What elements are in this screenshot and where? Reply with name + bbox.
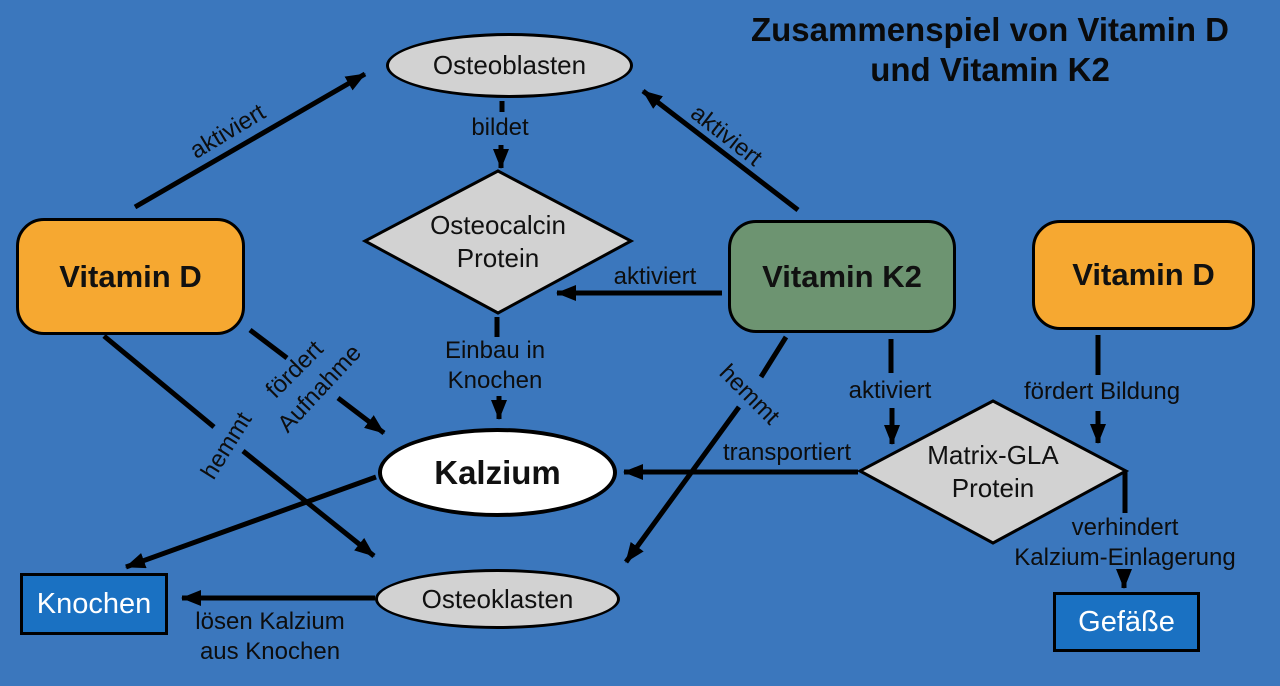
node-kalzium: Kalzium	[378, 428, 617, 517]
label-aktiviert-vk2-matrixgla: aktiviert	[848, 377, 932, 404]
label-foerdert-bildung: fördert Bildung	[1023, 378, 1181, 405]
diagram-title-line2: und Vitamin K2	[870, 51, 1110, 88]
node-knochen: Knochen	[20, 573, 168, 635]
label-loesen-kalzium: lösen Kalzium aus Knochen	[195, 607, 344, 667]
edge-vk2-osteoblasten	[641, 89, 800, 212]
label-verhindert-einlagerung: verhindert Kalzium-Einlagerung	[1014, 513, 1235, 573]
edge-vdleft-kalzium-stub	[248, 328, 289, 360]
label-einbau-line1: Einbau in	[444, 337, 546, 364]
osteocalcin-line2: Protein	[456, 243, 540, 273]
label-aktiviert-vk2-osteocalcin: aktiviert	[613, 263, 697, 290]
node-osteocalcin-label: Osteocalcin Protein	[430, 209, 566, 275]
edge-vk2-osteoklasten-stub	[758, 335, 789, 379]
label-einbau-line2: Knochen	[447, 367, 543, 394]
node-osteoklasten: Osteoklasten	[375, 569, 620, 629]
node-vitamin-d-right: Vitamin D	[1032, 220, 1255, 330]
node-vitamin-k2: Vitamin K2	[728, 220, 956, 333]
edge-vdleft-osteoblasten	[133, 71, 367, 210]
diagram-title-line1: Zusammenspiel von Vitamin D	[750, 11, 1230, 48]
node-gefaesse: Gefäße	[1053, 592, 1200, 652]
label-bildet: bildet	[471, 114, 529, 141]
node-osteoblasten: Osteoblasten	[386, 33, 633, 98]
label-loesen-line2: aus Knochen	[199, 638, 341, 665]
osteocalcin-diamond	[361, 169, 635, 315]
node-vitamin-d-left: Vitamin D	[16, 218, 245, 335]
matrix-gla-line1: Matrix-GLA	[927, 440, 1059, 470]
label-einbau-in-knochen: Einbau in Knochen	[445, 336, 545, 396]
osteocalcin-line1: Osteocalcin	[430, 210, 566, 240]
label-verhindert-line2: Kalzium-Einlagerung	[1014, 544, 1236, 571]
label-loesen-line1: lösen Kalzium	[195, 608, 345, 635]
matrix-gla-diamond	[856, 399, 1130, 545]
diagram-title: Zusammenspiel von Vitamin D und Vitamin …	[740, 10, 1240, 90]
edge-vdleft-kalzium-arrow	[336, 396, 386, 435]
node-matrix-gla-label: Matrix-GLA Protein	[927, 439, 1058, 505]
edge-kalzium-knochen	[125, 474, 377, 570]
matrix-gla-line2: Protein	[951, 473, 1035, 503]
label-verhindert-line1: verhindert	[1071, 514, 1179, 541]
label-transportiert: transportiert	[722, 439, 852, 466]
edge-vk2-osteoklasten-arrow	[623, 405, 742, 564]
edge-vdleft-osteoklasten-stub	[102, 334, 216, 429]
